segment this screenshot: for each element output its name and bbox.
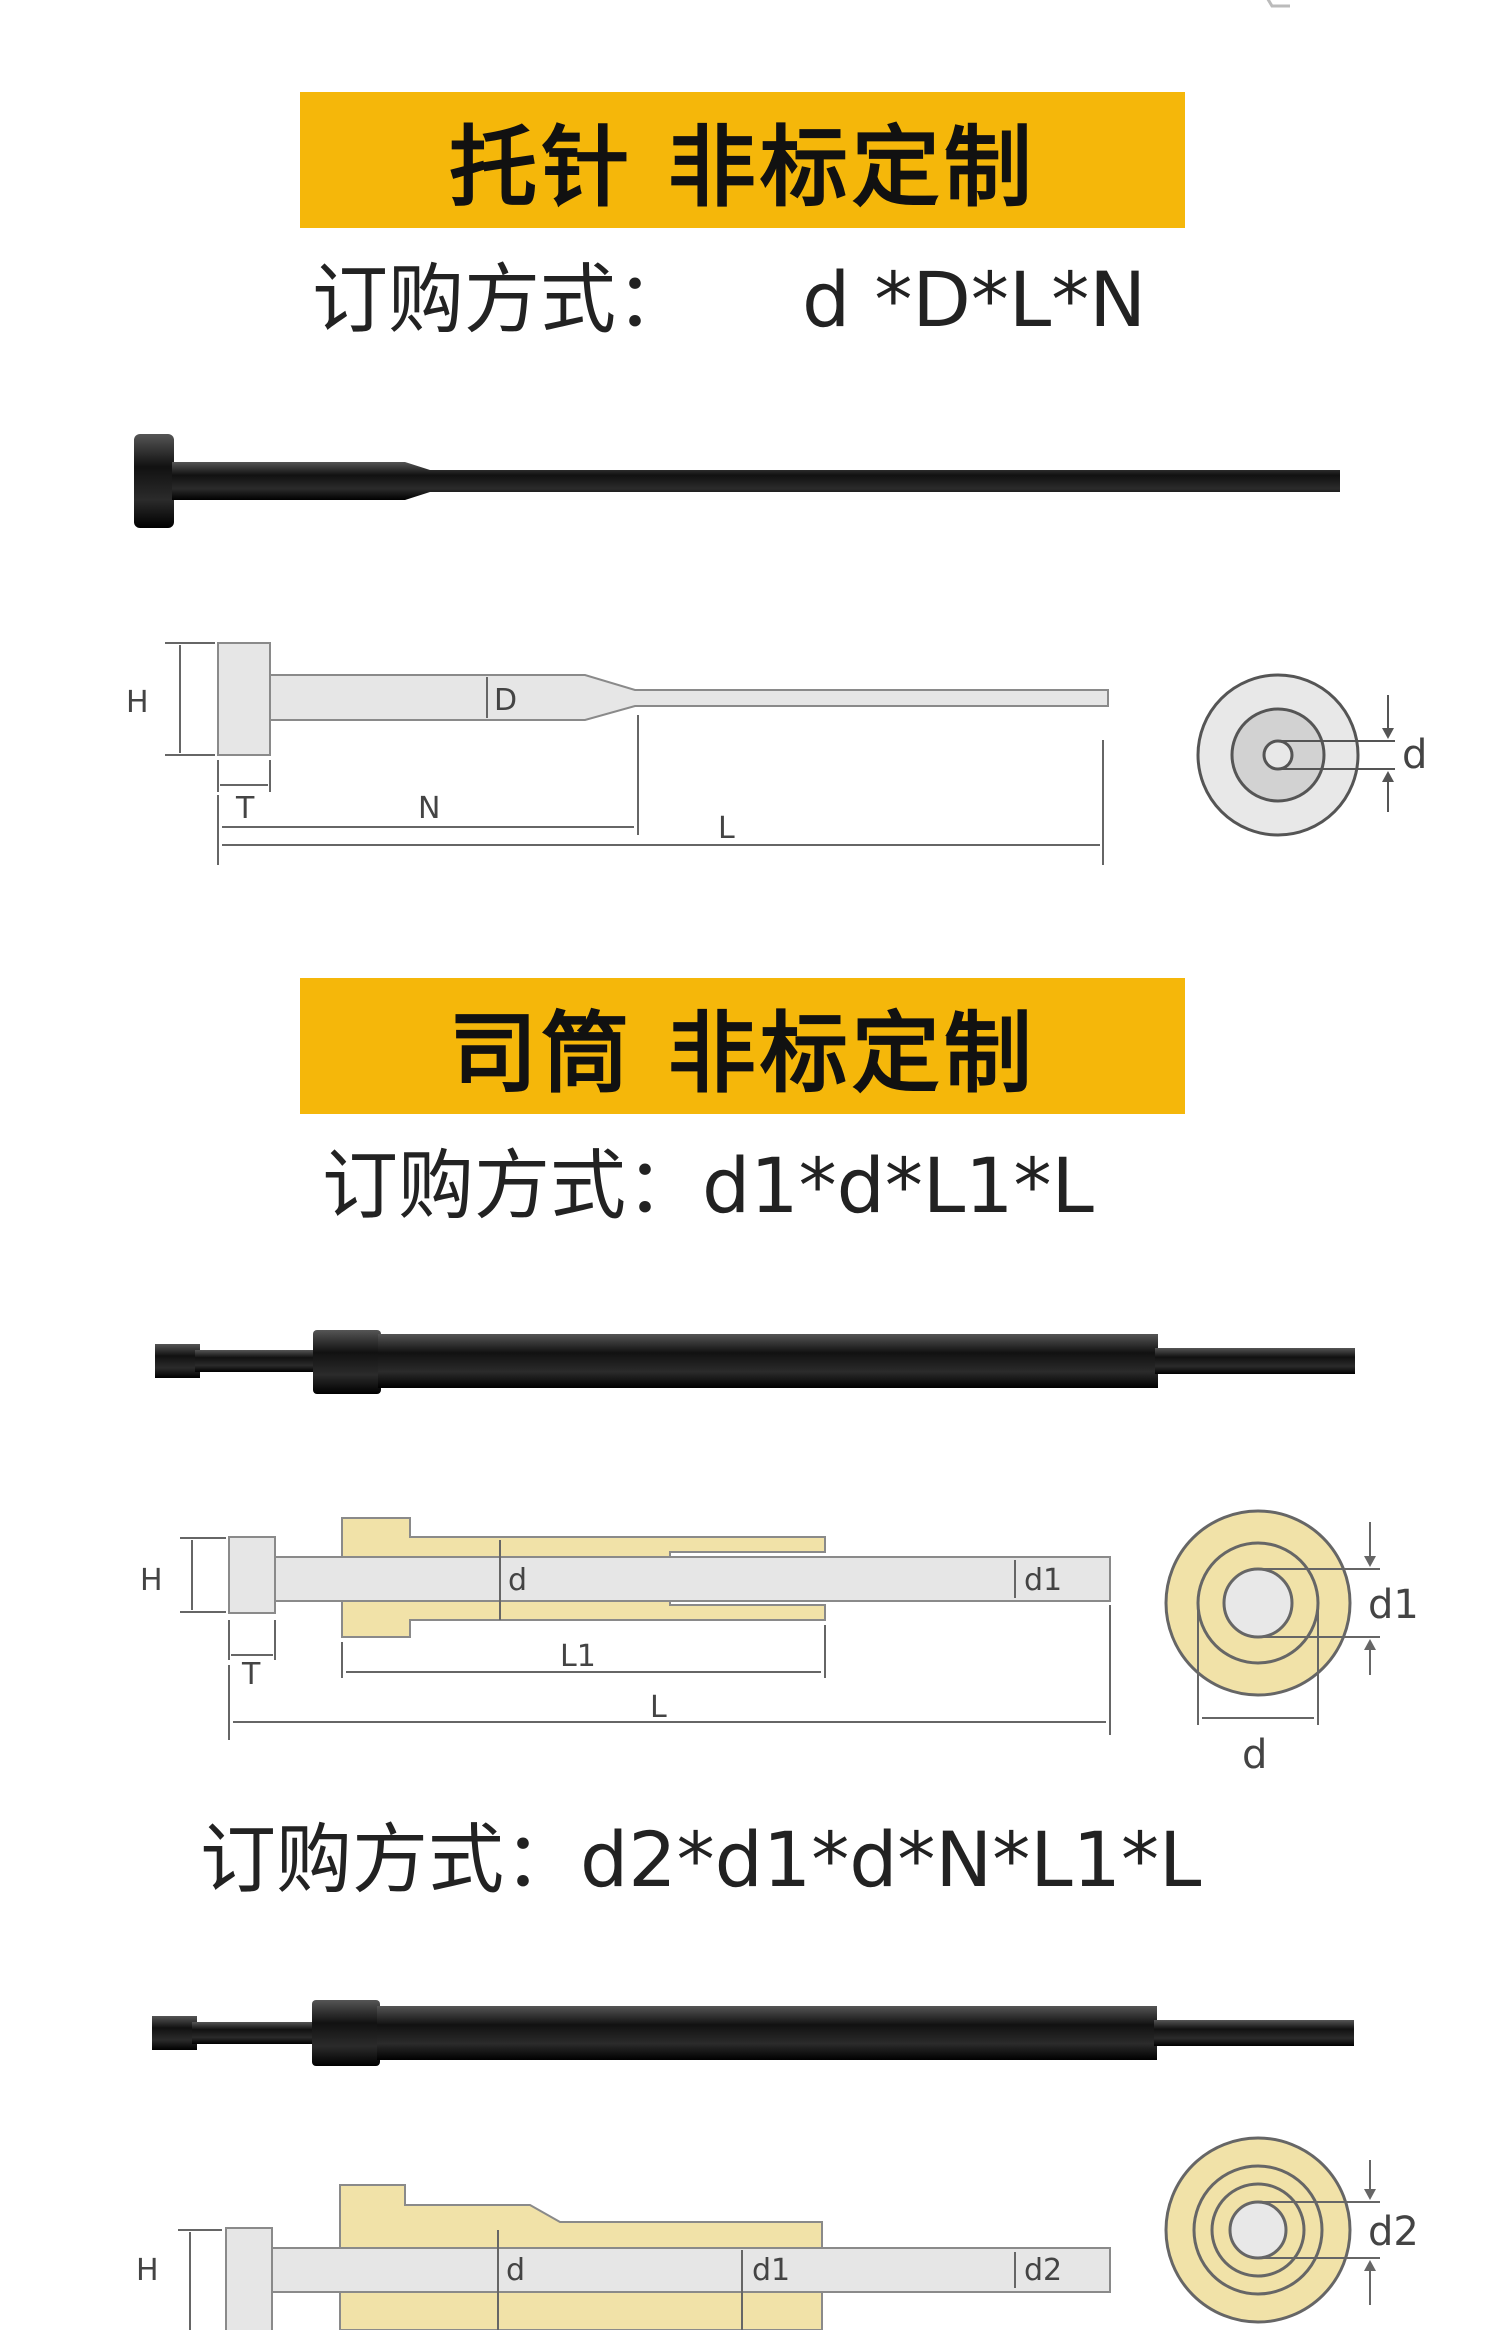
label-end-d: d <box>1242 1732 1267 1778</box>
section2-sleeve-rod-image <box>155 1330 1355 1394</box>
section1-end-view: d <box>1196 673 1427 837</box>
label-d: d <box>506 2253 525 2288</box>
section3-end-view: d2 <box>1164 2136 1419 2324</box>
section1-order-formula: d *D*L*N <box>802 255 1147 344</box>
label-end-d2: d2 <box>1368 2209 1419 2255</box>
section3-sleeve-rod-image <box>152 2000 1354 2066</box>
corner-fragment <box>1266 0 1290 8</box>
section3-order-label: 订购方式： <box>200 1815 580 1904</box>
section3-order-line: 订购方式：d2*d1*d*N*L1*L <box>200 1822 1201 1898</box>
section2-order-label: 订购方式： <box>322 1141 702 1230</box>
label-L: L <box>718 811 735 846</box>
section1-pin-rod-image <box>134 434 1340 528</box>
pin-head <box>134 434 174 528</box>
label-end-d1: d1 <box>1368 1582 1419 1628</box>
section2-order-formula: d1*d*L1*L <box>702 1141 1094 1230</box>
section1-title: 托针 非标定制 <box>449 115 1036 219</box>
section1-pin-drawing: H D T N L d <box>126 642 1427 865</box>
section3-sleeve-drawing: H d d1 d2 d2 <box>136 2136 1419 2330</box>
label-d1: d1 <box>1024 1563 1062 1598</box>
section2-order-line: 订购方式：d1*d*L1*L <box>322 1148 1094 1224</box>
section1-order-line: 订购方式：d *D*L*N <box>312 262 1146 338</box>
label-d: d <box>508 1563 527 1598</box>
label-L1: L1 <box>560 1639 596 1674</box>
section2-sleeve-drawing: H d d1 T L1 L d1 d <box>140 1509 1419 1778</box>
section2-title: 司筒 非标定制 <box>449 1001 1036 1105</box>
section2-end-view: d1 d <box>1164 1509 1419 1778</box>
label-H: H <box>140 1563 163 1598</box>
label-d2: d2 <box>1024 2253 1062 2288</box>
section2-title-banner: 司筒 非标定制 <box>300 978 1185 1114</box>
section1-order-label: 订购方式： <box>312 255 692 344</box>
label-L: L <box>650 1690 667 1725</box>
label-T: T <box>241 1657 261 1692</box>
label-H: H <box>126 685 149 720</box>
label-N: N <box>418 791 440 826</box>
label-H: H <box>136 2253 159 2288</box>
section1-title-banner: 托针 非标定制 <box>300 92 1185 228</box>
label-d1: d1 <box>752 2253 790 2288</box>
pin-body <box>172 462 1340 500</box>
section3-order-formula: d2*d1*d*N*L1*L <box>580 1815 1202 1904</box>
label-D: D <box>494 683 517 718</box>
label-end-d: d <box>1402 732 1427 778</box>
label-T: T <box>235 791 255 826</box>
